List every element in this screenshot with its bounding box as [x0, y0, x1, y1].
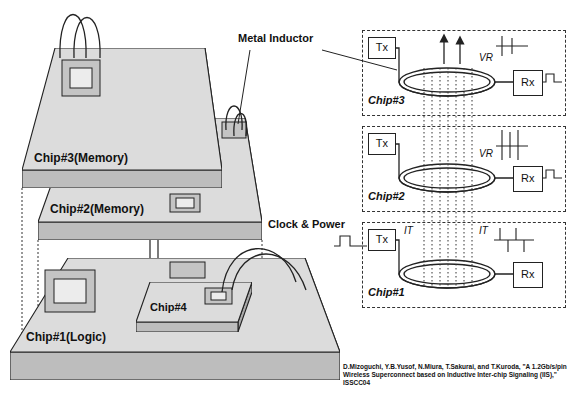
panel-title: Chip#1	[368, 286, 405, 299]
slab-front	[22, 170, 222, 188]
inductor-coils	[399, 68, 495, 288]
circuit-block: Rx	[513, 262, 543, 288]
chip-slab: Chip#1(Logic) Chip#4	[10, 258, 340, 380]
magnetic-field-lines	[424, 68, 472, 286]
circuit-block: Tx	[368, 37, 396, 59]
slab-top	[136, 282, 252, 322]
circuit-block: Tx	[368, 229, 396, 251]
panel-title: Chip#2	[368, 190, 405, 203]
panel-title: Chip#3	[368, 94, 405, 107]
chip-panel: Chip#2 TxRx	[362, 126, 566, 212]
chip-panel: Chip#1 TxRx	[362, 222, 566, 308]
coil-wire	[396, 48, 513, 96]
circuit-block: Tx	[368, 133, 396, 155]
slab-front	[10, 352, 340, 380]
chip-slab-outline	[22, 48, 222, 188]
signal-name: VR	[479, 52, 493, 64]
block-name: Tx	[376, 41, 388, 54]
leader-lines	[238, 50, 397, 124]
callout-label: Metal Inductor	[238, 32, 313, 45]
coil-wire	[396, 240, 513, 288]
block-name: Rx	[521, 268, 534, 281]
block-name: Rx	[521, 172, 534, 185]
field-arrows	[444, 38, 460, 64]
chip-slab: Chip#3(Memory)	[22, 48, 222, 188]
slab-front	[136, 322, 238, 332]
citation: D.Mizoguchi, Y.B.Yusof, N.Miura, T.Sakur…	[343, 363, 573, 387]
block-name: Rx	[521, 76, 534, 89]
chip-name: Chip#4	[150, 301, 187, 314]
slab-top	[10, 258, 340, 352]
chip-slab: Chip#4	[136, 282, 252, 332]
waveforms	[334, 36, 562, 252]
signal-name: IT	[404, 225, 413, 237]
slab-top	[22, 48, 222, 170]
bond-wires	[60, 15, 306, 293]
signal-name: IT	[479, 225, 488, 237]
slab-front	[38, 222, 262, 240]
block-name: Tx	[376, 233, 388, 246]
callout-label: Clock & Power	[268, 218, 345, 231]
chip-name: Chip#3(Memory)	[34, 152, 128, 166]
circuit-block: Rx	[513, 70, 543, 96]
chip-pads	[45, 60, 246, 312]
coil-wire	[396, 144, 513, 192]
chip-name: Chip#1(Logic)	[26, 331, 106, 345]
chip-name: Chip#2(Memory)	[50, 203, 144, 217]
circuit-block: Rx	[513, 166, 543, 192]
signal-name: VR	[479, 148, 493, 160]
chip-panel: Chip#3 TxRx	[362, 30, 566, 116]
block-name: Tx	[376, 137, 388, 150]
